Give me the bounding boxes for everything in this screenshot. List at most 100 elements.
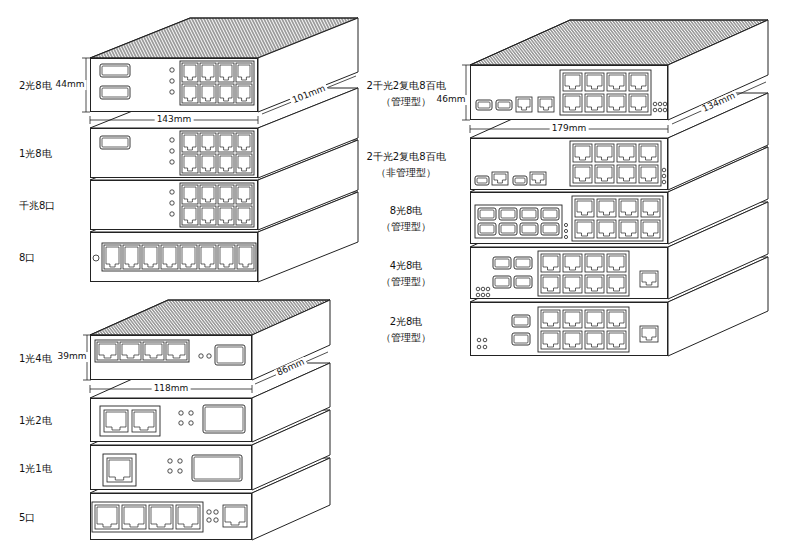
rj45-socket (184, 156, 196, 171)
rj45-socket (220, 65, 232, 80)
front-face (90, 398, 252, 442)
rj45-port (639, 165, 658, 183)
rj45-socket (565, 312, 580, 326)
led (653, 102, 657, 106)
rj45-socket (631, 96, 646, 110)
sfp-slot (513, 176, 527, 185)
sfp-cage (498, 102, 510, 108)
led (662, 180, 666, 184)
sfp-slot (520, 208, 538, 220)
sfp-cage (102, 66, 128, 75)
led (481, 287, 485, 291)
rj45-port (573, 144, 592, 162)
rj45-socket (202, 187, 214, 202)
sfp-slot (493, 257, 511, 269)
rj45-port (200, 63, 216, 82)
rj45-port (607, 310, 626, 328)
rj45-port (97, 342, 118, 360)
sfp-slot (476, 100, 492, 110)
rj45-socket (575, 146, 590, 160)
model-label: 4光8电 (390, 260, 423, 272)
model-label: 8光8电 (390, 205, 423, 217)
rj45-port (107, 458, 132, 482)
switch-front-panel: 5口 (90, 493, 252, 540)
led (178, 459, 182, 463)
dimension-line (255, 352, 328, 384)
sfp-cage (522, 225, 536, 233)
sfp-slot (493, 276, 511, 288)
sfp-cage (495, 259, 509, 267)
rj45-socket (225, 507, 245, 525)
rj45-port (95, 505, 119, 529)
rj45-socket (587, 75, 602, 89)
sfp-slot (100, 86, 130, 99)
front-face (90, 180, 258, 230)
sfp-slot (496, 100, 512, 110)
sfp-cage (543, 210, 557, 218)
rj45-socket (201, 247, 214, 267)
rj45-socket (202, 208, 214, 223)
rj45-socket (134, 412, 154, 430)
rj45-socket (124, 507, 144, 527)
port-group (180, 183, 254, 227)
front-face (90, 445, 252, 490)
sfp-cage (102, 88, 128, 97)
switch-front-panel: 1光1电 (90, 445, 252, 490)
rj45-port (595, 144, 614, 162)
side-face (258, 18, 358, 112)
rj45-port (541, 275, 560, 293)
rj45-socket (220, 135, 232, 150)
rj45-socket (184, 86, 196, 101)
led (93, 255, 99, 261)
rj45-socket (106, 412, 126, 430)
rj45-port (132, 410, 156, 432)
rj45-port (200, 154, 216, 173)
sfp-slot (514, 257, 532, 269)
led (207, 518, 211, 522)
dimension-line (470, 125, 471, 133)
led (207, 354, 211, 358)
rj45-socket (565, 256, 580, 270)
dimension-line (462, 65, 470, 66)
port-group (102, 243, 256, 271)
port-group (560, 70, 651, 115)
rj45-socket (238, 86, 250, 101)
led (486, 287, 490, 291)
rj45-port (120, 342, 141, 360)
front-face (90, 493, 252, 540)
sfp-cage (501, 225, 515, 233)
rj45-port (607, 73, 626, 91)
port-group (570, 141, 661, 186)
rj45-socket (641, 146, 656, 160)
rj45-socket (184, 135, 196, 150)
led (189, 411, 193, 415)
rj45-port (563, 73, 582, 91)
rj45-port (641, 199, 660, 217)
rj45-socket (238, 156, 250, 171)
led (483, 338, 487, 342)
sfp-slot (514, 276, 532, 288)
sfp-cage (516, 259, 530, 267)
rj45-port (218, 185, 234, 204)
dimension-line (672, 82, 766, 124)
rj45-socket (122, 344, 139, 358)
model-label: 千兆8口 (19, 200, 55, 212)
rj45-port (629, 73, 648, 91)
rj45-port (617, 144, 636, 162)
rj45-socket (621, 222, 636, 236)
rj45-port (161, 245, 178, 269)
rj45-socket (619, 146, 634, 160)
front-face (90, 128, 258, 178)
led (178, 469, 182, 473)
rj45-port (563, 310, 582, 328)
front-face (90, 335, 252, 380)
led (170, 190, 174, 194)
led (170, 212, 174, 216)
rj45-socket (609, 256, 624, 270)
rj45-port (182, 206, 198, 225)
rj45-socket (168, 344, 185, 358)
dimension-line (462, 120, 470, 121)
rj45-port (218, 245, 235, 269)
sfp-cage (480, 210, 494, 218)
rj45-socket (565, 96, 580, 110)
